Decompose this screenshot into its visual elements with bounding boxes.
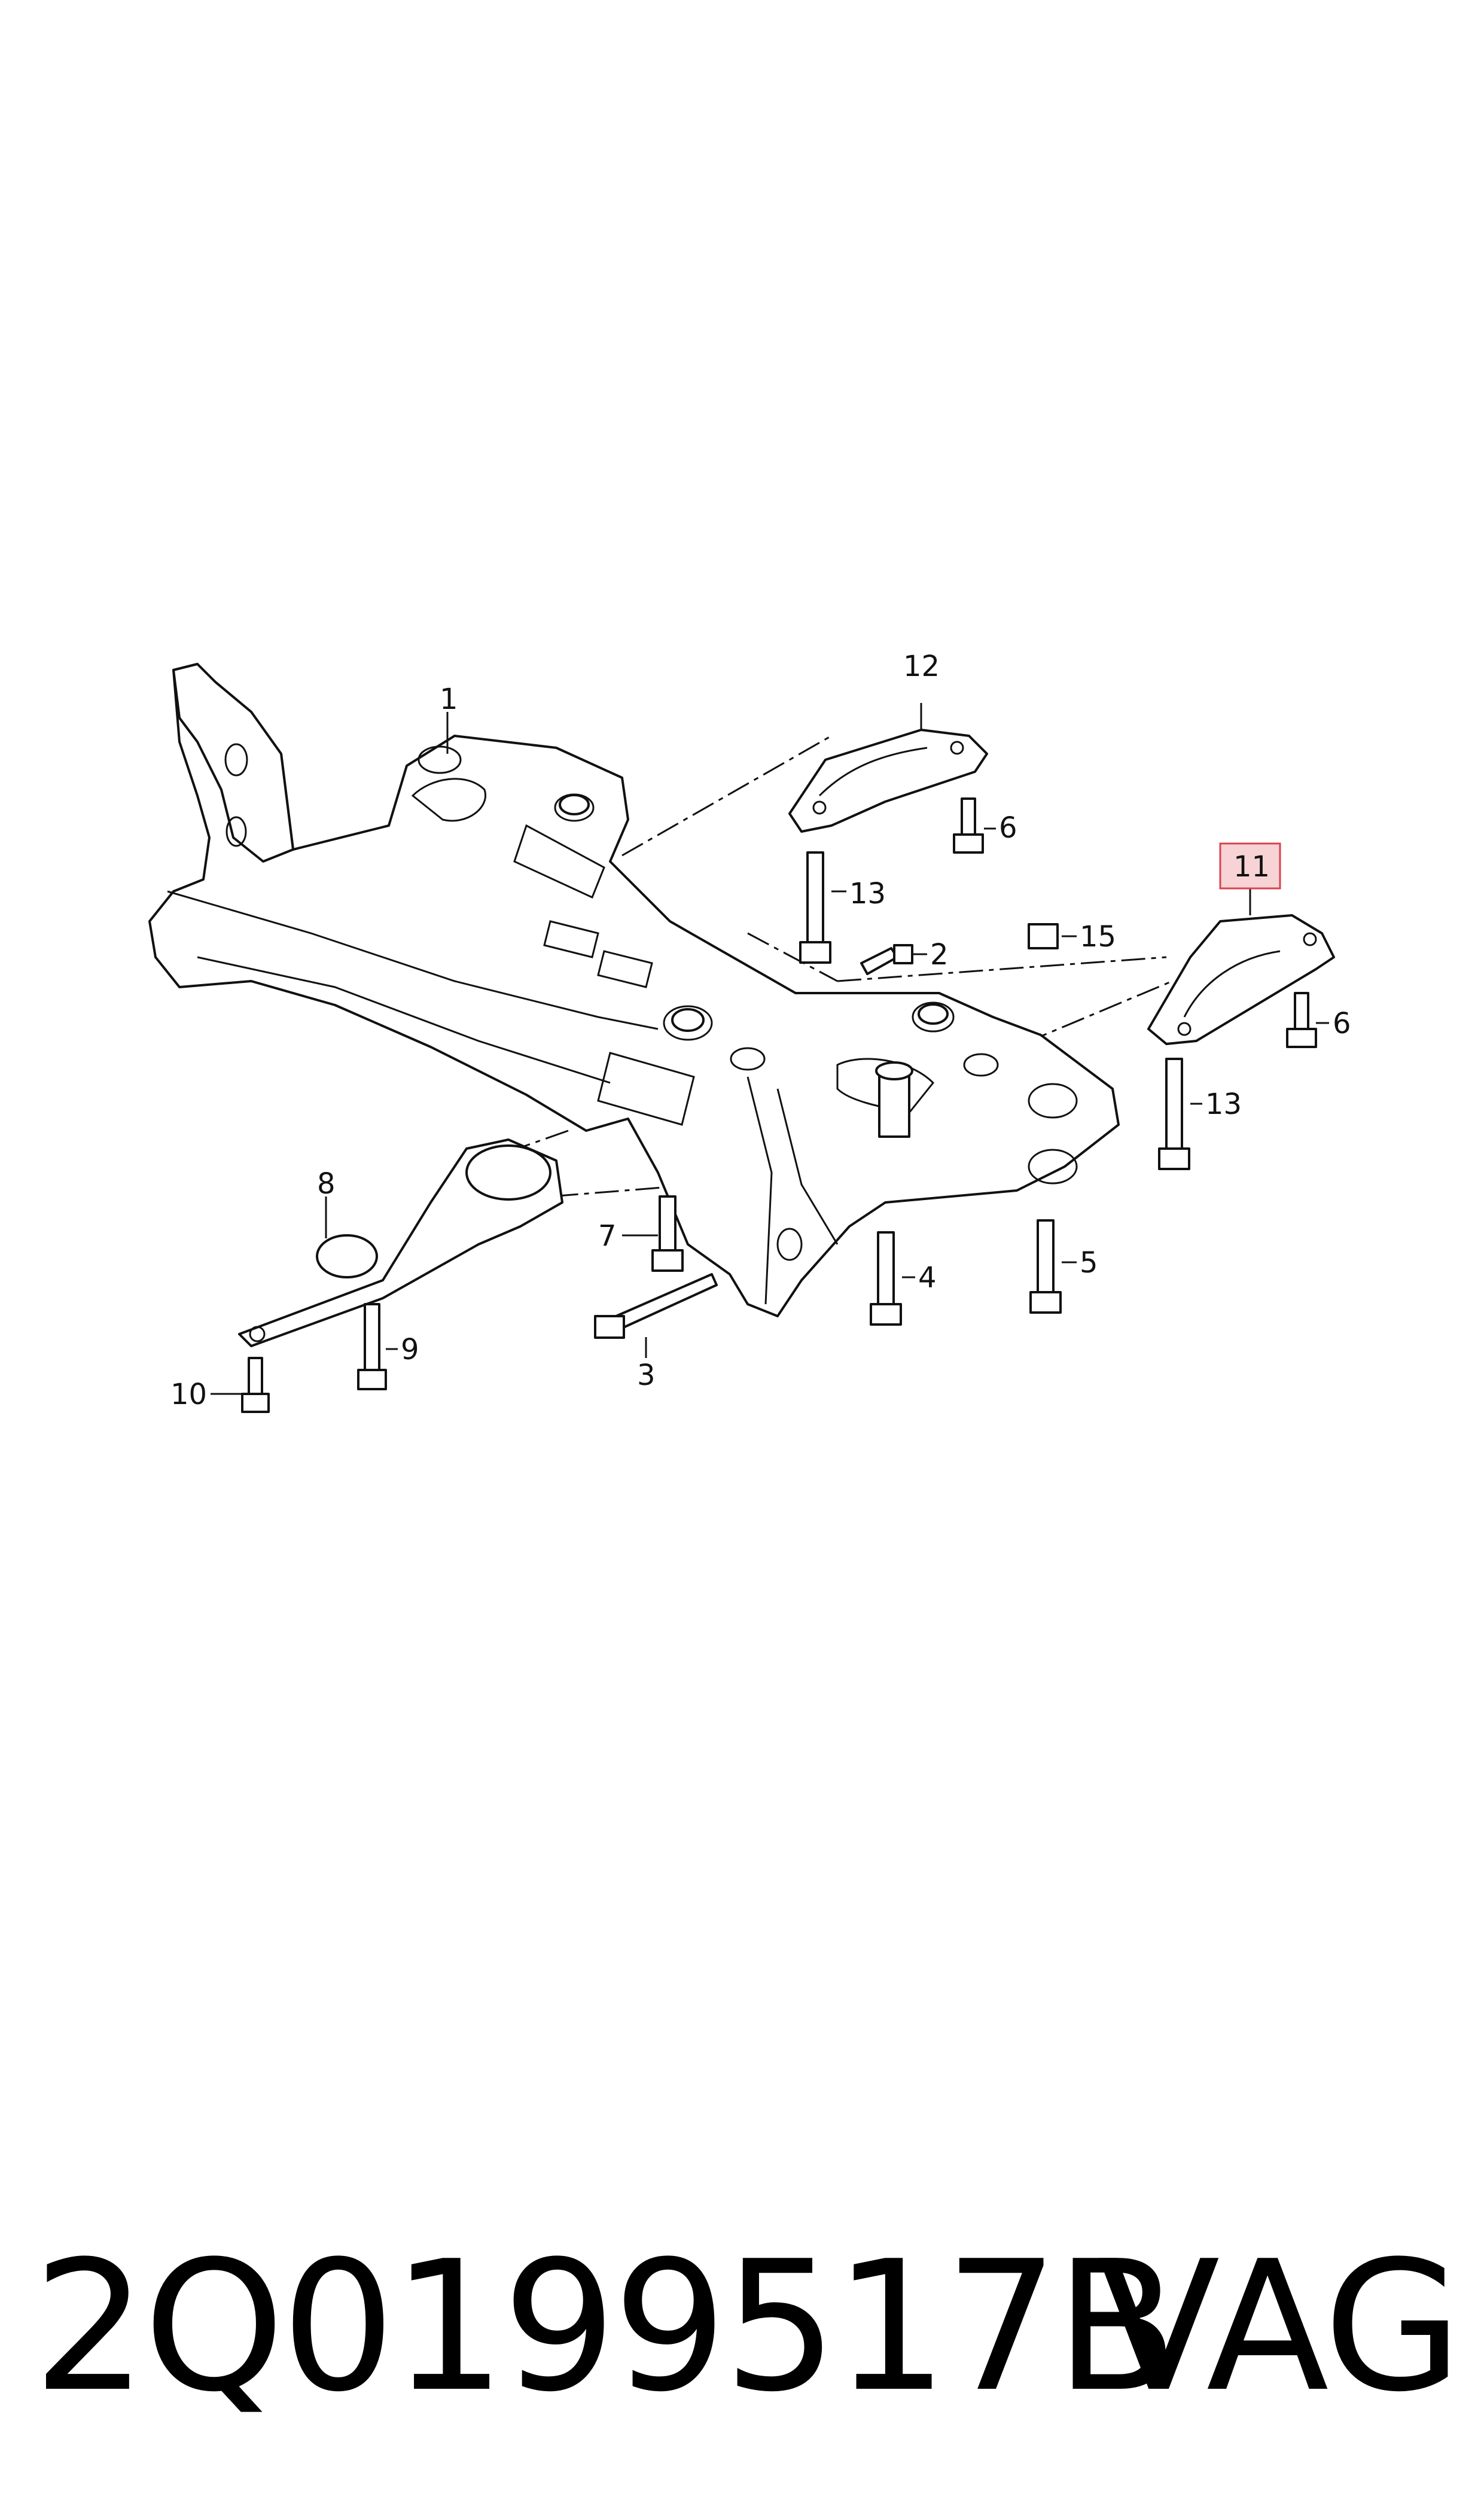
parts-diagram: 1 12 6 13 2 15 11 6 13 4 5 7 3 8 9 10	[148, 650, 1351, 1413]
bolt-4	[870, 1231, 902, 1326]
callout-8: 8	[317, 1167, 336, 1201]
nut-icon	[559, 794, 590, 815]
callout-7: 7	[598, 1219, 617, 1253]
highlight-box	[1219, 842, 1281, 890]
callout-12: 12	[903, 650, 940, 683]
callout-13: 13	[849, 877, 886, 911]
callout-4: 4	[918, 1261, 937, 1295]
callout-15: 15	[1080, 920, 1116, 954]
nut-icon	[918, 1003, 949, 1025]
callout-1: 1	[440, 683, 458, 716]
callout-6: 6	[1333, 1007, 1351, 1040]
bolt-3	[594, 1273, 718, 1339]
part-number: 2Q0199517B	[33, 2222, 1178, 2431]
callout-9: 9	[401, 1333, 419, 1366]
nut-15	[1028, 923, 1059, 949]
bolt-7	[651, 1195, 684, 1272]
callout-6: 6	[999, 811, 1017, 845]
callout-10: 10	[170, 1378, 207, 1411]
assembly-line	[747, 932, 838, 982]
subframe	[148, 663, 1120, 1317]
mount-plate-11	[1147, 914, 1335, 1045]
assembly-line	[550, 1183, 700, 1198]
nut-icon	[671, 1008, 705, 1032]
mount-plate-12	[788, 729, 988, 833]
callout-3: 3	[637, 1359, 656, 1392]
bolt-13b	[1158, 1058, 1190, 1170]
assembly-line	[837, 956, 1167, 982]
callout-11: 11	[1233, 850, 1270, 884]
bolt-2	[860, 944, 913, 975]
brand-name: VAG	[1097, 2222, 1462, 2431]
callout-2: 2	[930, 938, 949, 972]
engine-mount	[238, 1138, 563, 1347]
assembly-line	[621, 735, 832, 857]
bolt-10	[241, 1357, 270, 1413]
bolt-9	[357, 1303, 387, 1390]
bolt-5	[1029, 1219, 1062, 1314]
bolt-13a	[799, 851, 831, 964]
callout-13: 13	[1205, 1088, 1242, 1121]
stud	[875, 1061, 913, 1138]
bolt-6a	[953, 797, 984, 854]
callout-5: 5	[1080, 1246, 1098, 1280]
bolt-6b	[1286, 992, 1317, 1048]
